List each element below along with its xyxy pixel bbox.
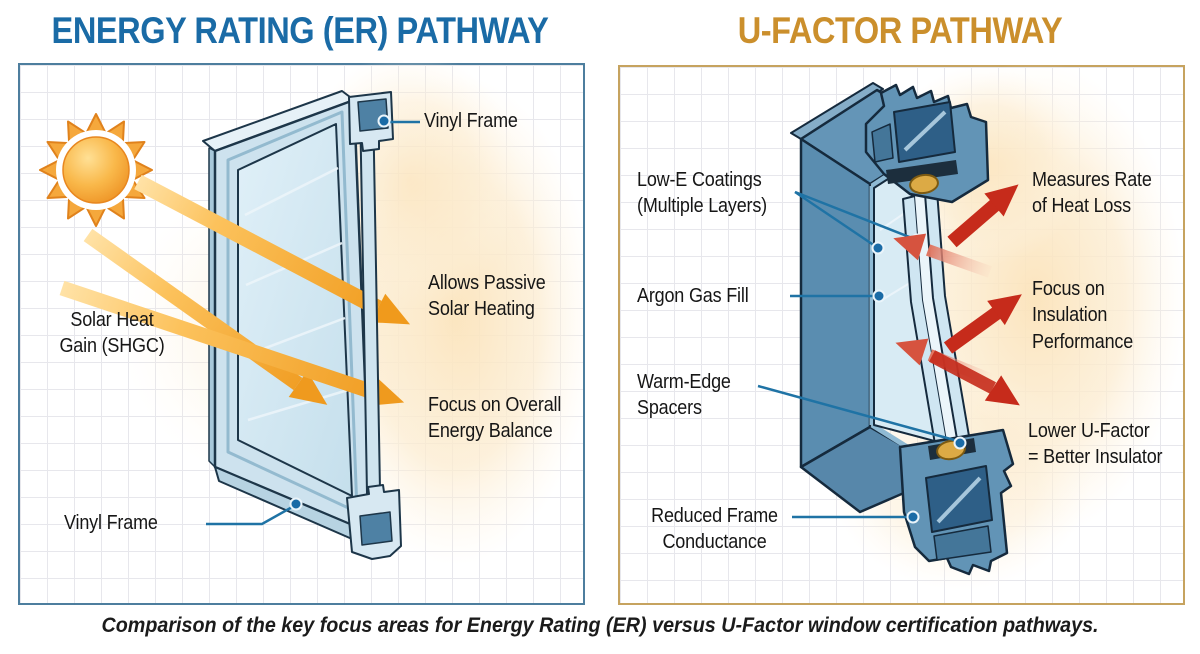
label-warm-edge-spacers: Warm-Edge Spacers [637, 371, 731, 420]
caption: Comparison of the key focus areas for En… [101, 614, 1099, 637]
label-lower-u-factor: Lower U-Factor = Better Insulator [1028, 420, 1163, 469]
label-argon-gas-fill: Argon Gas Fill [637, 285, 749, 307]
label-focus-overall-energy-balance: Focus on Overall Energy Balance [428, 394, 562, 443]
label-allows-passive-solar-heating: Allows Passive Solar Heating [428, 272, 546, 321]
label-reduced-frame-conductance: Reduced Frame Conductance [651, 505, 778, 554]
label-solar-heat-gain: Solar Heat Gain (SHGC) [59, 309, 165, 358]
label-measures-rate-heat-loss: Measures Rate of Heat Loss [1032, 169, 1152, 218]
label-low-e-coatings: Low-E Coatings (Multiple Layers) [637, 169, 767, 218]
label-vinyl-frame-bottom: Vinyl Frame [64, 512, 158, 534]
right-panel-title: U-FACTOR PATHWAY [737, 10, 1063, 51]
label-focus-insulation-performance: Focus on Insulation Performance [1032, 278, 1134, 353]
left-panel-title: ENERGY RATING (ER) PATHWAY [51, 10, 549, 51]
label-vinyl-frame-top: Vinyl Frame [424, 110, 518, 132]
